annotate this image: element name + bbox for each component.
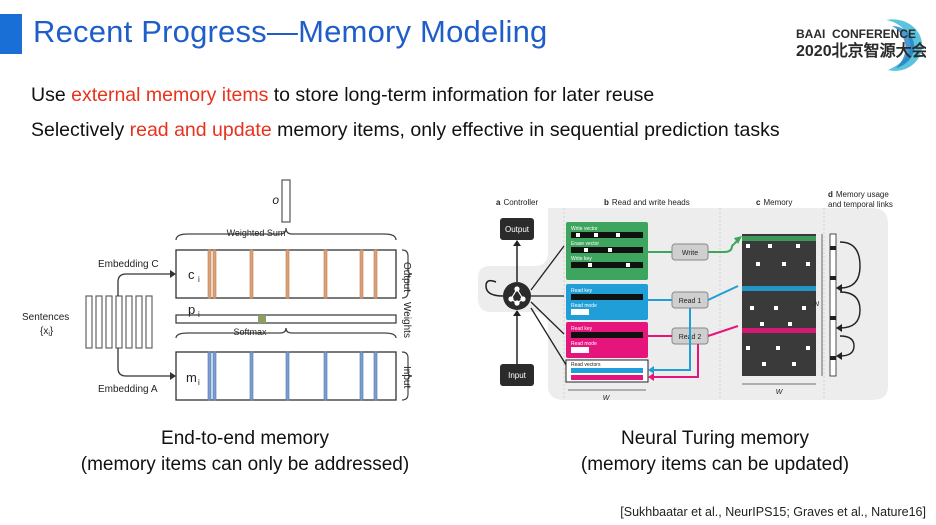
w-label-heads: W	[603, 395, 611, 402]
line2-post: memory items, only effective in sequenti…	[271, 119, 780, 141]
line1-pre: Use	[31, 84, 72, 106]
softmax-brace	[175, 327, 397, 339]
left-caption-line1: End-to-end memory	[161, 428, 329, 449]
line2-pre: Selectively	[31, 119, 130, 141]
left-caption-line2: (memory items can only be addressed)	[80, 454, 410, 475]
erase-vector-label: Erase vector	[571, 241, 599, 247]
write-vector-label: Write vector	[571, 226, 598, 232]
o-label: o	[272, 193, 279, 207]
p-var-label: p	[188, 302, 195, 317]
read-mode-2-label: Read mode	[571, 341, 597, 347]
left-caption: End-to-end memory (memory items can only…	[60, 426, 430, 478]
link-arrow-1	[839, 241, 861, 289]
end-to-end-memory-diagram: o Weighted Sum c i p i Softmax m i Outpu…	[22, 179, 413, 401]
memory-matrix	[742, 234, 816, 376]
link-arrow-2	[839, 291, 861, 329]
input-box	[500, 364, 534, 386]
bullet-line-2: Selectively read and update memory items…	[31, 119, 780, 142]
bullet-line-1: Use external memory items to store long-…	[31, 84, 654, 107]
m-var-label: m	[186, 370, 197, 385]
logo-brand: BAAI	[796, 27, 825, 41]
sentence-stack	[85, 295, 153, 349]
output-brace	[401, 249, 413, 299]
output-box-label: Output	[505, 225, 530, 234]
right-caption-line2: (memory items can be updated)	[580, 454, 850, 475]
logo-year-name: 2020北京智源大会	[796, 41, 926, 60]
weights-side-label: Weights	[401, 302, 412, 338]
output-box	[500, 218, 534, 240]
sentences-var: {xi}	[40, 326, 54, 338]
write-op-label: Write	[682, 250, 698, 257]
input-side-label: Input	[401, 366, 412, 388]
read-mode-1-label: Read mode	[571, 303, 597, 309]
line1-highlight: external memory items	[71, 84, 269, 106]
right-caption: Neural Turing memory (memory items can b…	[530, 426, 900, 478]
n-label: N	[814, 301, 820, 308]
line2-highlight: read and update	[129, 119, 272, 141]
header-d-line2: and temporal links	[828, 200, 893, 209]
reference-citation: [Sukhbaatar et al., NeurIPS15; Graves et…	[620, 505, 926, 519]
m-var-sub: i	[198, 378, 200, 387]
read-vectors-label: Read vectors	[571, 362, 601, 368]
w-label-memory: W	[776, 389, 784, 396]
link-arrow-3	[839, 335, 855, 357]
memory-cells	[746, 244, 810, 366]
title-accent-bar	[0, 14, 22, 54]
read1-op-label: Read 1	[679, 298, 702, 305]
c-slots	[207, 249, 378, 299]
c-var-sub: i	[198, 275, 200, 284]
embedding-c-arrow	[117, 273, 170, 296]
m-slots	[207, 351, 378, 401]
embedding-a-label: Embedding A	[98, 384, 158, 395]
weighted-sum-label: Weighted Sum	[227, 228, 286, 238]
controller-node	[503, 282, 531, 310]
c-var-label: c	[188, 267, 195, 282]
softmax-label: Softmax	[233, 327, 267, 337]
line1-post: to store long-term information for later…	[268, 84, 655, 106]
weights-p-bar	[175, 314, 397, 324]
output-o-box	[281, 179, 291, 223]
output-side-label: Output	[401, 262, 412, 292]
logo-word: CONFERENCE	[832, 27, 916, 41]
p-var-sub: i	[198, 310, 200, 319]
slide-title: Recent Progress—Memory Modeling	[33, 14, 548, 49]
baai-conference-logo: BAAI CONFERENCE 2020北京智源大会	[796, 19, 926, 71]
embedding-c-label: Embedding C	[98, 259, 159, 270]
input-box-label: Input	[508, 371, 527, 380]
read-key-2-label: Read key	[571, 326, 593, 332]
usage-column	[829, 233, 837, 377]
embedding-a-arrow	[117, 348, 170, 377]
read-key-1-label: Read key	[571, 288, 593, 294]
write-key-label: Write key	[571, 256, 592, 262]
right-caption-line1: Neural Turing memory	[621, 428, 809, 449]
sentences-label: Sentences	[22, 312, 69, 323]
weights-peak	[258, 315, 266, 323]
input-brace	[401, 351, 413, 401]
weighted-sum-brace	[175, 227, 397, 241]
